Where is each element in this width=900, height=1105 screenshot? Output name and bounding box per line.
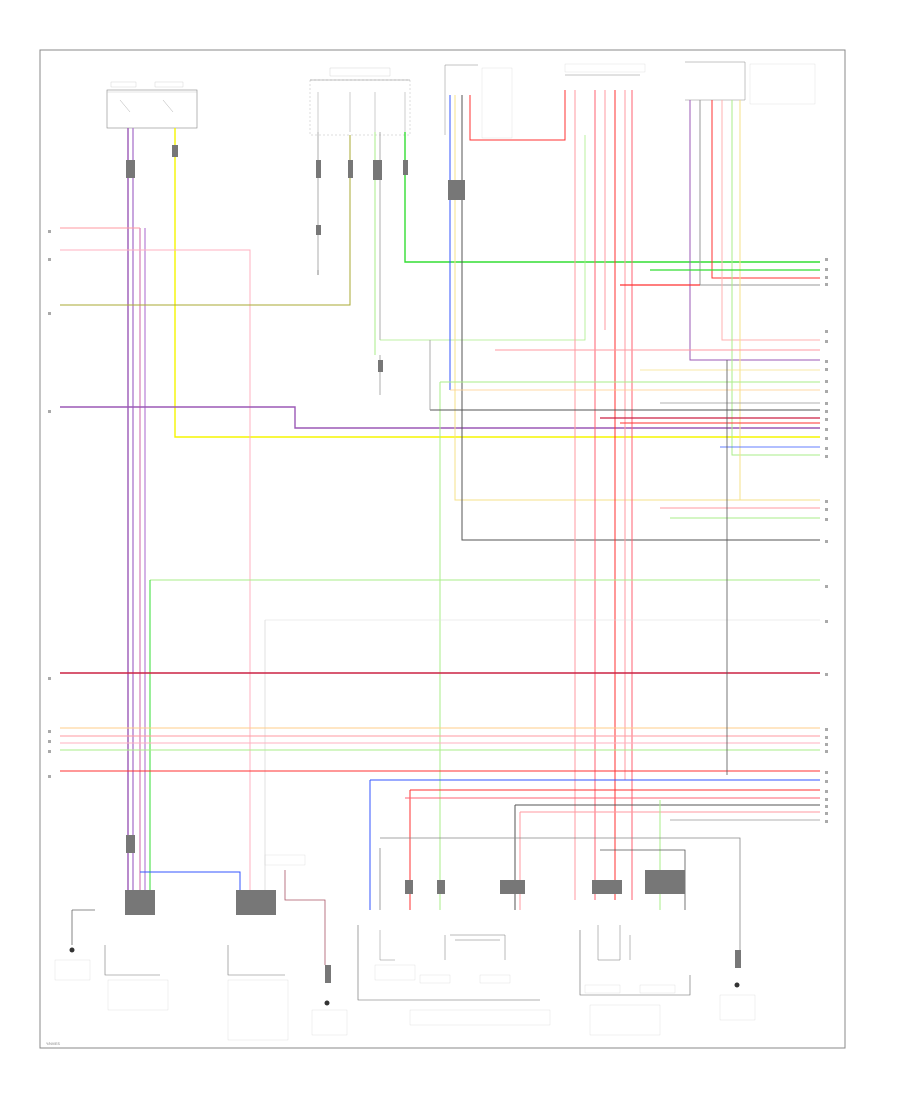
- diagram-border: [39, 49, 846, 1049]
- cb1-wire-black: [461, 95, 820, 541]
- bottom-center-actuator: [357, 925, 551, 1026]
- cb2-wire-bundle: [574, 90, 633, 900]
- grey-loop-bottom: [380, 837, 741, 960]
- cb1-wire-lightyellow: [454, 95, 820, 501]
- right-rows: [149, 269, 820, 910]
- top-left-switch-component: [106, 81, 198, 129]
- left-edge-pins: [48, 230, 51, 778]
- right-module-wires: [689, 100, 820, 500]
- bottom-rear-module: [227, 945, 289, 1041]
- violet-wire-row: [60, 406, 820, 429]
- yellow-wire-1: [174, 128, 820, 438]
- cb1-wire-red: [469, 90, 566, 141]
- violet-trunk: [127, 128, 146, 900]
- top-right-module: [685, 61, 816, 105]
- pink-wire-row2: [60, 249, 251, 900]
- bottom-right-sensor-module: [579, 925, 691, 1036]
- page-mark: Y/NV/ES: [46, 1042, 60, 1046]
- bottom-ground-2: [719, 982, 756, 1021]
- top-center-relay-box: [309, 67, 411, 136]
- wire-connectors: [125, 145, 741, 983]
- bottom-ground-1: [264, 854, 348, 1036]
- top-connector-block-1: [444, 64, 513, 139]
- relay-wire-e: [380, 135, 586, 341]
- bottom-left-sensor: [54, 909, 95, 981]
- olive-wire-row: [60, 135, 351, 306]
- right-edge-pins: [825, 258, 828, 823]
- relay-wire-d: [404, 132, 820, 263]
- bottom-front-module: [104, 945, 169, 1011]
- top-connector-block-2: [564, 63, 646, 76]
